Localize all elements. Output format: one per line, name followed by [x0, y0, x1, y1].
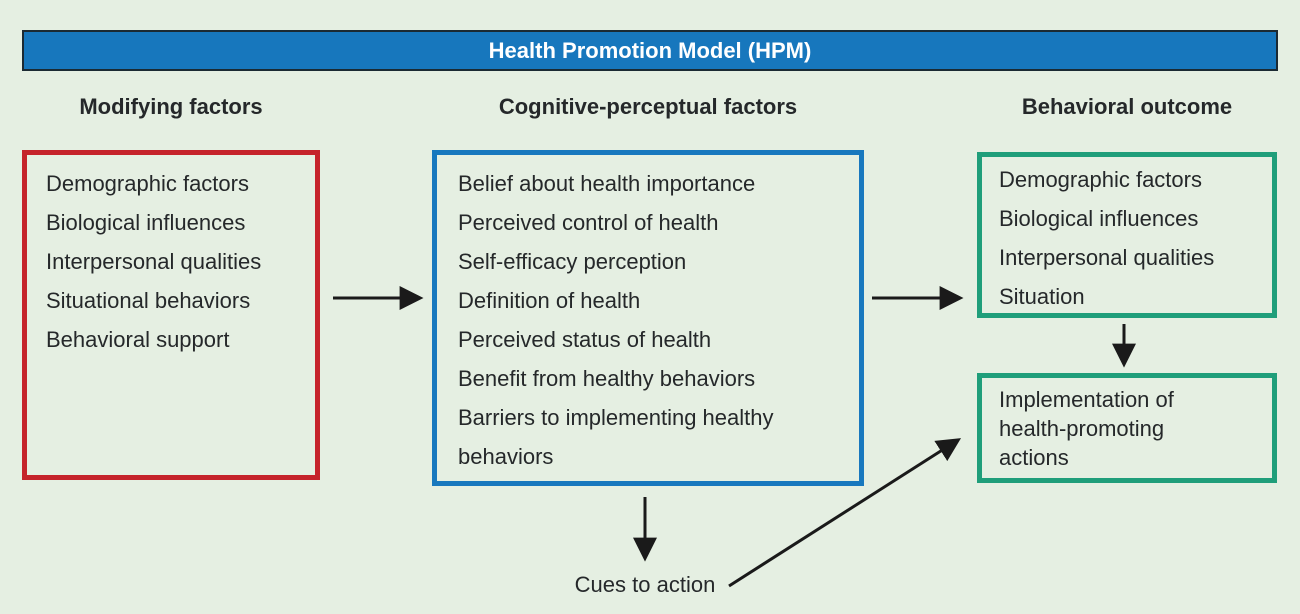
modifying-factors-list: Demographic factors Biological influence… [46, 164, 301, 359]
column-header-behavioral-outcome: Behavioral outcome [1021, 94, 1233, 119]
behavioral-outcome-box: Demographic factors Biological influence… [977, 152, 1277, 318]
cognitive-perceptual-factors-list: Belief about health importance Perceived… [458, 164, 843, 476]
modifying-factors-box: Demographic factors Biological influence… [22, 150, 320, 480]
column-header-modifying-factors: Modifying factors [79, 94, 263, 119]
list-item: Demographic factors [46, 171, 249, 196]
list-item: Biological influences [999, 206, 1199, 231]
list-item: Biological influences [46, 210, 246, 235]
diagram-title: Health Promotion Model (HPM) [488, 37, 812, 63]
cognitive-perceptual-factors-box: Belief about health importance Perceived… [432, 150, 864, 486]
list-item: Belief about health importance [458, 171, 756, 196]
behavioral-outcome-list: Demographic factors Biological influence… [999, 160, 1262, 316]
list-item: Demographic factors [999, 167, 1202, 192]
implementation-text: Implementation of health-promoting actio… [999, 387, 1174, 470]
list-item: Perceived status of health [458, 327, 712, 352]
diagram-title-banner: Health Promotion Model (HPM) [22, 30, 1278, 71]
list-item: Barriers to implementing healthy behavio… [458, 405, 774, 469]
list-item: Benefit from healthy behaviors [458, 366, 756, 391]
list-item: Definition of health [458, 288, 641, 313]
list-item: Behavioral support [46, 327, 230, 352]
list-item: Perceived control of health [458, 210, 719, 235]
implementation-box: Implementation of health-promoting actio… [977, 373, 1277, 483]
column-header-cognitive-perceptual-factors: Cognitive-perceptual factors [498, 94, 798, 119]
cues-to-action-label: Cues to action [574, 572, 716, 597]
list-item: Situational behaviors [46, 288, 251, 313]
list-item: Interpersonal qualities [999, 245, 1215, 270]
list-item: Situation [999, 284, 1085, 309]
list-item: Interpersonal qualities [46, 249, 262, 274]
list-item: Self-efficacy perception [458, 249, 687, 274]
